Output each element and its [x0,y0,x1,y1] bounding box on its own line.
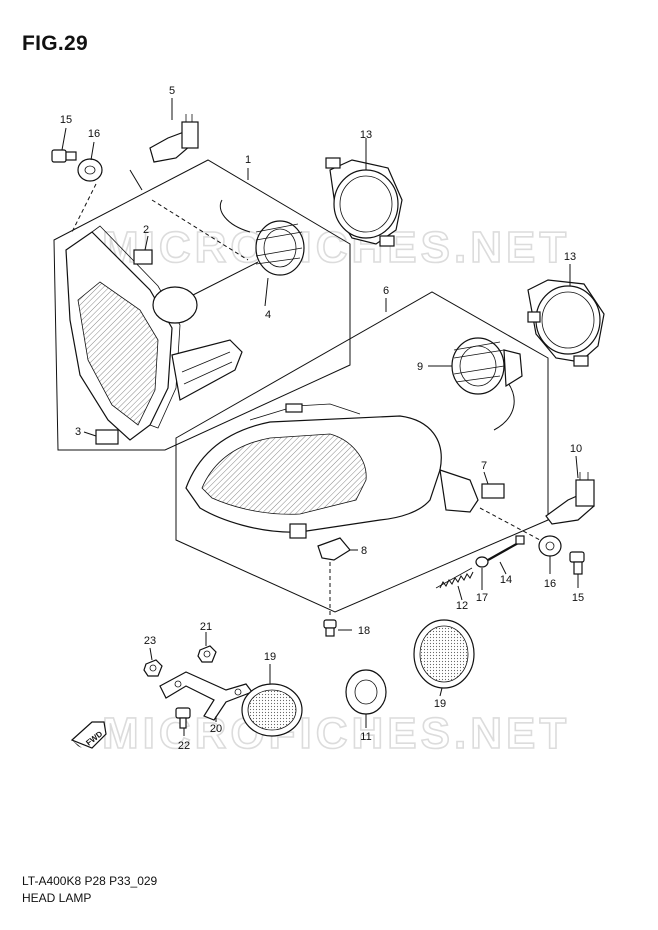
part-17-washer [475,556,489,590]
callout-13-right: 13 [564,251,576,263]
callout-labels: 1 2 3 4 5 6 7 8 9 10 11 12 13 13 14 15 1… [60,85,584,752]
part-20-bracket [159,671,253,722]
watermark-bottom: MICROFICHES.NET [102,709,570,758]
part-15-bolt-top [51,127,77,163]
part-19-lens-right [413,619,475,697]
callout-19-left: 19 [264,651,276,663]
callout-21: 21 [200,621,212,633]
callout-12: 12 [456,600,468,612]
callout-2: 2 [143,224,149,236]
part-7-clip [481,483,505,499]
callout-9: 9 [417,361,423,373]
part-23-nut [143,647,163,677]
callout-11: 11 [360,731,371,743]
part-9-socket [451,337,523,431]
right-assembly-outline [175,291,549,613]
part-12-spring [435,567,474,601]
callout-16-top: 16 [88,128,100,140]
left-socket-body [152,286,198,324]
callout-8: 8 [361,545,367,557]
left-headlamp-lens [77,281,159,426]
part-3-clip [95,429,119,445]
callout-15-top: 15 [60,114,72,126]
callout-20: 20 [210,723,222,735]
part-14-screw [487,535,525,575]
callout-1: 1 [245,154,251,166]
part-5-bulb [149,98,199,163]
callout-17: 17 [476,592,488,604]
part-22-screw [175,707,191,736]
callout-22: 22 [178,740,190,752]
footer-name: HEAD LAMP [22,891,92,905]
part-15-bolt-right [569,551,585,588]
callout-14: 14 [500,574,512,586]
callout-3: 3 [75,426,81,438]
callout-16-right: 16 [544,578,556,590]
part-16-grommet-right [538,535,562,574]
callout-18: 18 [358,625,370,637]
part-2-clip [133,249,153,265]
figure-title: FIG.29 [22,32,88,55]
callout-5: 5 [169,85,175,97]
left-headlamp-assembly [53,159,351,451]
part-8-clip [317,537,351,561]
part-19-lens-left [241,664,303,737]
callout-6: 6 [383,285,389,297]
part-13-cover-top [325,138,403,247]
callout-13-top: 13 [360,129,372,141]
callout-10: 10 [570,443,582,455]
callout-15-right: 15 [572,592,584,604]
part-10-bulb [545,455,595,525]
watermark-top: MICROFICHES.NET [102,223,570,272]
part-13-cover-right [527,264,605,367]
part-11-ring [345,669,387,728]
callout-23: 23 [144,635,156,647]
left-assembly-outline [53,159,351,451]
part-16-grommet-top [71,141,103,233]
part-4-socket [219,199,305,276]
callout-19-right: 19 [434,698,446,710]
callout-7: 7 [481,460,487,472]
part-21-nut [197,632,217,663]
part-18-bolt [323,619,352,637]
footer-code: LT-A400K8 P28 P33_029 [22,874,158,888]
right-headlamp-lens [201,433,367,515]
right-headlamp-assembly [175,291,549,618]
callout-4: 4 [265,309,271,321]
fwd-arrow-icon: FWD [70,721,107,749]
